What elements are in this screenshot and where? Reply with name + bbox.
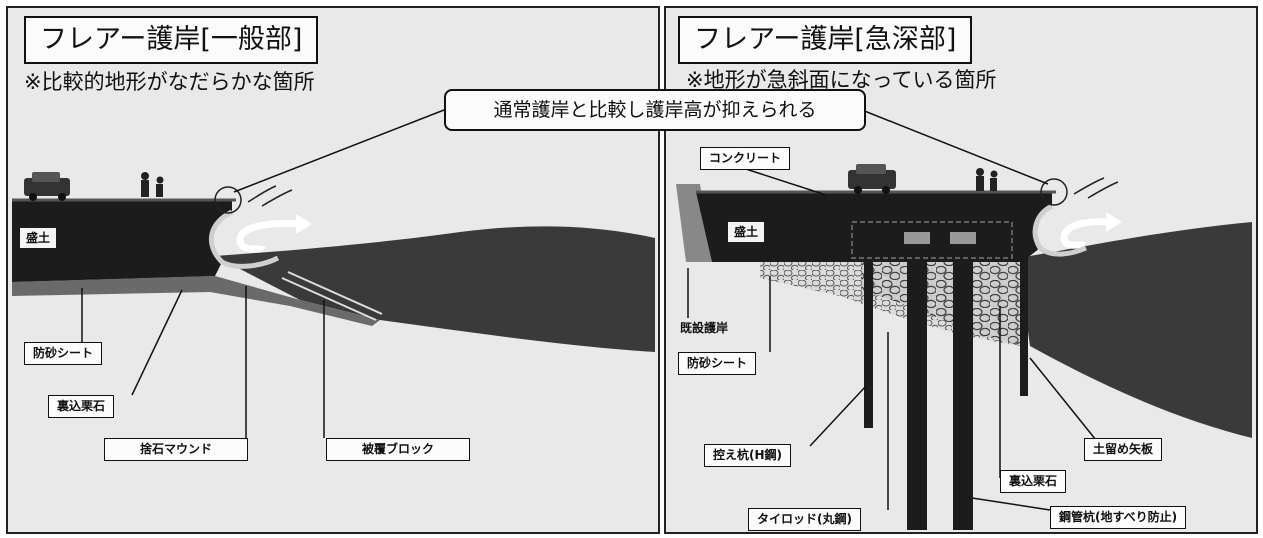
label-sand-sheet-right: 防砂シート	[678, 352, 757, 375]
right-steel-pipe-pile-2	[953, 244, 973, 530]
right-section-art	[233, 109, 1252, 530]
label-rubble-mound: 捨石マウンド	[104, 438, 248, 461]
right-wave-arrow-icon	[1060, 218, 1111, 249]
right-flare-parapet	[1032, 203, 1087, 257]
left-flare-parapet	[209, 209, 280, 269]
right-brace-pile	[864, 258, 873, 428]
right-fill-label: 盛土	[728, 222, 765, 242]
right-steel-pipe-pile-1	[907, 244, 927, 530]
right-car-icon	[848, 164, 896, 194]
left-seabed	[215, 226, 655, 352]
left-car-icon	[24, 172, 70, 201]
left-fill-label: 盛土	[20, 228, 57, 248]
right-panel-title: フレアー護岸[急深部]	[678, 16, 973, 64]
left-section-art	[12, 172, 655, 438]
right-wave-splash	[1073, 177, 1119, 199]
label-brace-pile: 控え杭(H鋼)	[704, 444, 792, 467]
right-people-icon	[976, 168, 998, 191]
right-sheet-pile	[1020, 240, 1028, 396]
left-rubble-mound	[12, 276, 380, 326]
height-comparison-banner: 通常護岸と比較し護岸高が抑えられる	[444, 89, 866, 131]
left-people-icon	[141, 172, 164, 197]
right-panel-subtitle: ※地形が急斜面になっている箇所	[686, 68, 997, 92]
right-cobble-stones	[862, 262, 1022, 346]
left-panel-title: フレアー護岸[一般部]	[24, 16, 319, 64]
label-concrete: コンクリート	[700, 147, 791, 170]
left-wave-splash	[247, 185, 293, 207]
left-fill-body	[12, 200, 232, 282]
label-tie-rod: タイロッド(丸鋼)	[748, 508, 861, 531]
right-detail-circle	[1040, 178, 1068, 206]
label-backfill-stone-right: 裏込栗石	[1000, 470, 1067, 493]
left-wave-arrow-icon	[236, 220, 301, 253]
label-sheet-pile: 土留め矢板	[1084, 438, 1163, 461]
right-seabed	[1018, 222, 1252, 438]
left-detail-circle	[214, 186, 242, 214]
label-armor-block: 被覆ブロック	[326, 438, 470, 461]
label-backfill-stone-left: 裏込栗石	[48, 395, 115, 418]
left-panel-subtitle: ※比較的地形がなだらかな箇所	[24, 70, 315, 94]
label-existing-revetment: 既設護岸	[680, 321, 729, 335]
label-steel-pipe-pile: 鋼管杭(地すべり防止)	[1050, 506, 1187, 529]
label-sand-sheet-left: 防砂シート	[24, 342, 103, 365]
